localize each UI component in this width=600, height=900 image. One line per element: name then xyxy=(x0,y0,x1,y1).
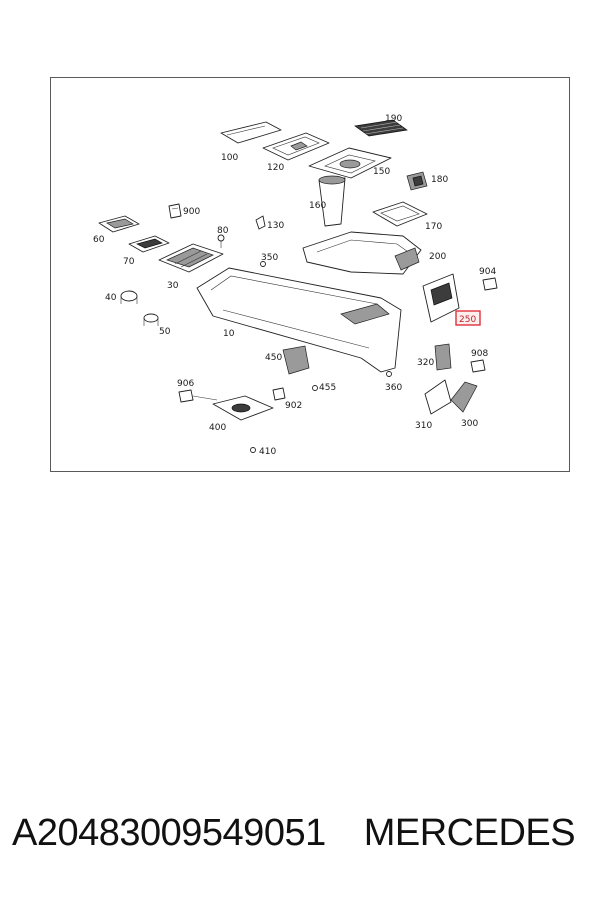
part-150[interactable] xyxy=(308,147,392,179)
part-50[interactable] xyxy=(143,313,159,326)
part-120[interactable] xyxy=(262,132,330,161)
part-904[interactable] xyxy=(482,277,498,291)
part-900[interactable] xyxy=(168,203,182,219)
callout-30: 30 xyxy=(167,281,179,291)
callout-200: 200 xyxy=(429,252,446,262)
part-40[interactable] xyxy=(120,290,138,304)
callout-300: 300 xyxy=(461,419,478,429)
callout-360: 360 xyxy=(385,383,402,393)
callout-310: 310 xyxy=(415,421,432,431)
callout-60: 60 xyxy=(93,235,105,245)
callout-908: 908 xyxy=(471,349,488,359)
part-160[interactable] xyxy=(318,175,346,227)
callout-904: 904 xyxy=(479,267,496,277)
parts-diagram: 100 120 150 190 180 xyxy=(50,77,570,472)
callout-70: 70 xyxy=(123,257,135,267)
callout-190: 190 xyxy=(385,114,402,124)
callout-120: 120 xyxy=(267,163,284,173)
part-130[interactable] xyxy=(255,215,266,230)
part-180[interactable] xyxy=(406,171,428,191)
part-200[interactable] xyxy=(302,231,422,275)
part-410[interactable] xyxy=(250,447,256,453)
callout-80: 80 xyxy=(217,226,229,236)
callout-250: 250 xyxy=(459,315,476,325)
callout-130: 130 xyxy=(267,221,284,231)
part-310[interactable] xyxy=(424,379,452,415)
product-caption: A20483009549051 MERCEDES xyxy=(12,808,592,858)
part-30[interactable] xyxy=(158,243,224,273)
callout-400: 400 xyxy=(209,423,226,433)
callout-450: 450 xyxy=(265,353,282,363)
part-902[interactable] xyxy=(272,387,286,401)
callout-350: 350 xyxy=(261,253,278,263)
callout-906: 906 xyxy=(177,379,194,389)
part-455[interactable] xyxy=(312,385,318,391)
part-906[interactable] xyxy=(178,389,218,403)
part-300[interactable] xyxy=(450,381,478,413)
callout-455: 455 xyxy=(319,383,336,393)
callout-902: 902 xyxy=(285,401,302,411)
highlight-box-250 xyxy=(455,310,481,326)
callout-40: 40 xyxy=(105,293,117,303)
part-80[interactable] xyxy=(217,234,225,248)
callout-50: 50 xyxy=(159,327,171,337)
callout-100: 100 xyxy=(221,153,238,163)
callout-10: 10 xyxy=(223,329,235,339)
part-908[interactable] xyxy=(470,359,486,373)
part-number: A20483009549051 xyxy=(12,811,326,854)
callout-900: 900 xyxy=(183,207,200,217)
part-400[interactable] xyxy=(212,395,274,421)
callout-180: 180 xyxy=(431,175,448,185)
callout-150: 150 xyxy=(373,167,390,177)
part-350[interactable] xyxy=(260,261,266,267)
part-190[interactable] xyxy=(354,119,408,137)
part-170[interactable] xyxy=(372,201,428,227)
part-70[interactable] xyxy=(128,235,170,253)
part-100[interactable] xyxy=(220,121,282,144)
part-250[interactable] xyxy=(422,273,460,323)
part-60[interactable] xyxy=(98,215,140,233)
part-10[interactable] xyxy=(196,267,402,373)
callout-160: 160 xyxy=(309,201,326,211)
callout-410: 410 xyxy=(259,447,276,457)
part-450[interactable] xyxy=(282,345,310,375)
callout-320: 320 xyxy=(417,358,434,368)
exploded-view-drawing: 100 120 150 190 180 xyxy=(93,114,498,457)
part-320[interactable] xyxy=(434,343,452,371)
brand-name: MERCEDES xyxy=(363,811,576,854)
part-360[interactable] xyxy=(386,371,392,377)
callout-170: 170 xyxy=(425,222,442,232)
